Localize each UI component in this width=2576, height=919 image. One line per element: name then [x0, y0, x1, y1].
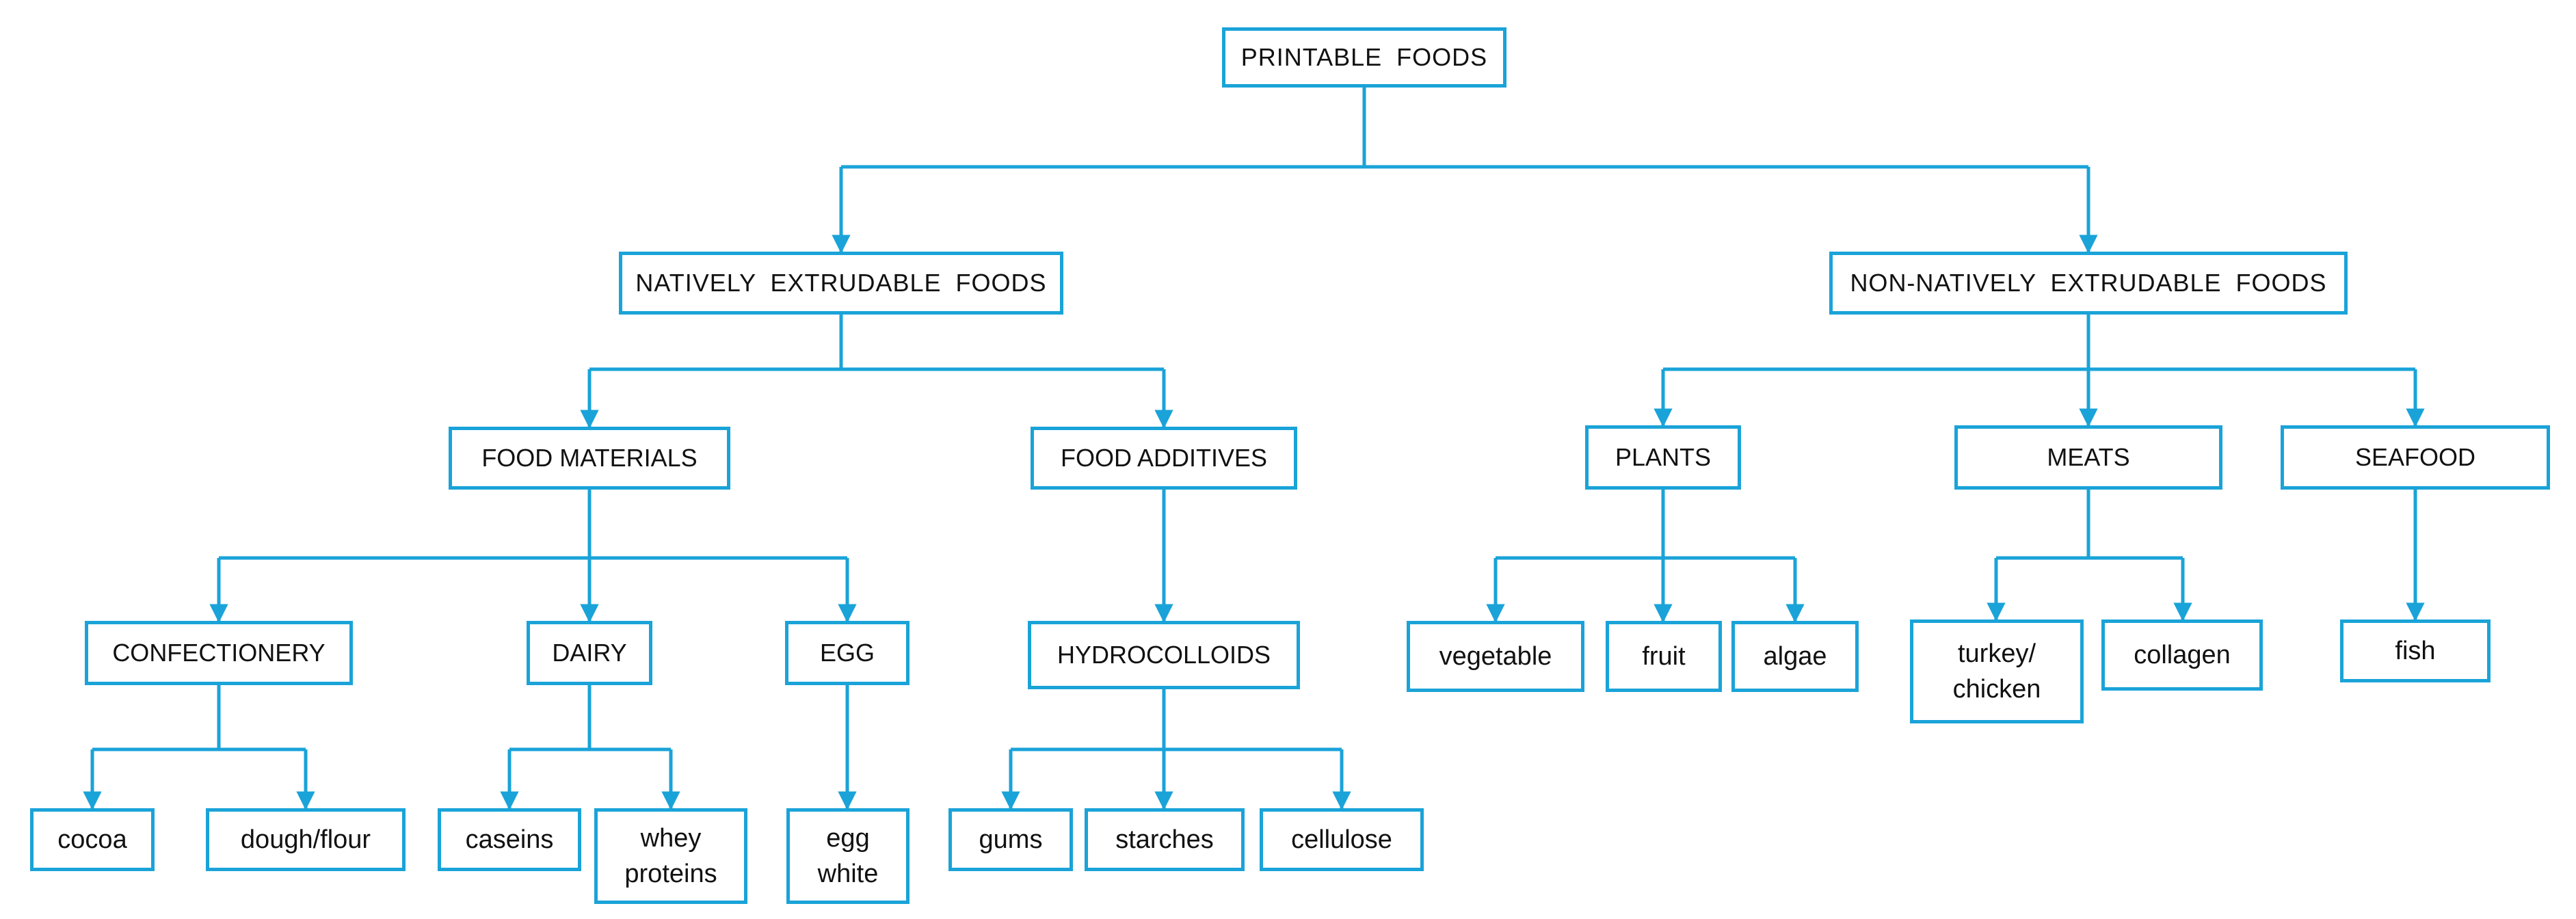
- node-meats: MEATS: [1954, 425, 2222, 490]
- node-dough-flour-label: dough/flour: [240, 825, 371, 854]
- node-whey-proteins: whey proteins: [594, 808, 747, 904]
- node-caseins: caseins: [438, 808, 581, 871]
- node-egg-white: egg white: [786, 808, 909, 904]
- node-cellulose: cellulose: [1260, 808, 1424, 871]
- node-cocoa-label: cocoa: [57, 825, 127, 854]
- node-starches-label: starches: [1115, 825, 1214, 854]
- node-non-natively-extrudable-foods-label: NON-NATIVELY EXTRUDABLE FOODS: [1850, 269, 2327, 297]
- node-starches: starches: [1085, 808, 1245, 871]
- node-cellulose-label: cellulose: [1291, 825, 1392, 854]
- node-meats-label: MEATS: [2047, 443, 2130, 471]
- node-natively-extrudable-foods: NATIVELY EXTRUDABLE FOODS: [619, 252, 1063, 315]
- node-collagen: collagen: [2101, 620, 2263, 691]
- node-gums: gums: [948, 808, 1073, 871]
- node-cocoa: cocoa: [30, 808, 155, 871]
- node-fruit: fruit: [1606, 621, 1722, 692]
- node-natively-extrudable-foods-label: NATIVELY EXTRUDABLE FOODS: [635, 269, 1047, 297]
- node-dairy-label: DAIRY: [552, 639, 627, 667]
- node-whey-proteins-label: whey proteins: [624, 824, 717, 888]
- node-seafood-label: SEAFOOD: [2354, 443, 2476, 471]
- node-turkey-chicken-label: turkey/ chicken: [1952, 639, 2041, 704]
- node-printable-foods: PRINTABLE FOODS: [1222, 27, 1506, 88]
- node-printable-foods-label: PRINTABLE FOODS: [1240, 43, 1488, 71]
- node-food-materials: FOOD MATERIALS: [449, 427, 730, 490]
- node-egg: EGG: [785, 621, 909, 685]
- node-turkey-chicken: turkey/ chicken: [1910, 620, 2084, 723]
- node-hydrocolloids: HYDROCOLLOIDS: [1028, 621, 1300, 689]
- node-egg-white-label: egg white: [817, 824, 879, 888]
- node-vegetable-label: vegetable: [1439, 642, 1552, 671]
- node-collagen-label: collagen: [2134, 641, 2231, 669]
- node-food-additives-label: FOOD ADDITIVES: [1060, 444, 1268, 472]
- node-food-additives: FOOD ADDITIVES: [1031, 427, 1297, 490]
- node-gums-label: gums: [979, 825, 1043, 854]
- node-hydrocolloids-label: HYDROCOLLOIDS: [1057, 641, 1271, 669]
- node-egg-label: EGG: [819, 639, 875, 667]
- node-dough-flour: dough/flour: [206, 808, 406, 871]
- node-algae: algae: [1731, 621, 1859, 692]
- node-fruit-label: fruit: [1642, 642, 1686, 671]
- node-fish-label: fish: [2395, 637, 2436, 665]
- node-plants: PLANTS: [1585, 425, 1741, 490]
- node-dairy: DAIRY: [527, 621, 652, 685]
- node-confectionery: CONFECTIONERY: [85, 621, 353, 685]
- node-caseins-label: caseins: [465, 825, 554, 854]
- node-seafood: SEAFOOD: [2281, 425, 2550, 490]
- node-plants-label: PLANTS: [1615, 443, 1712, 471]
- node-confectionery-label: CONFECTIONERY: [112, 639, 326, 667]
- node-fish: fish: [2340, 620, 2491, 682]
- node-non-natively-extrudable-foods: NON-NATIVELY EXTRUDABLE FOODS: [1829, 252, 2348, 315]
- node-vegetable: vegetable: [1407, 621, 1584, 692]
- node-algae-label: algae: [1763, 642, 1827, 671]
- node-food-materials-label: FOOD MATERIALS: [481, 444, 698, 472]
